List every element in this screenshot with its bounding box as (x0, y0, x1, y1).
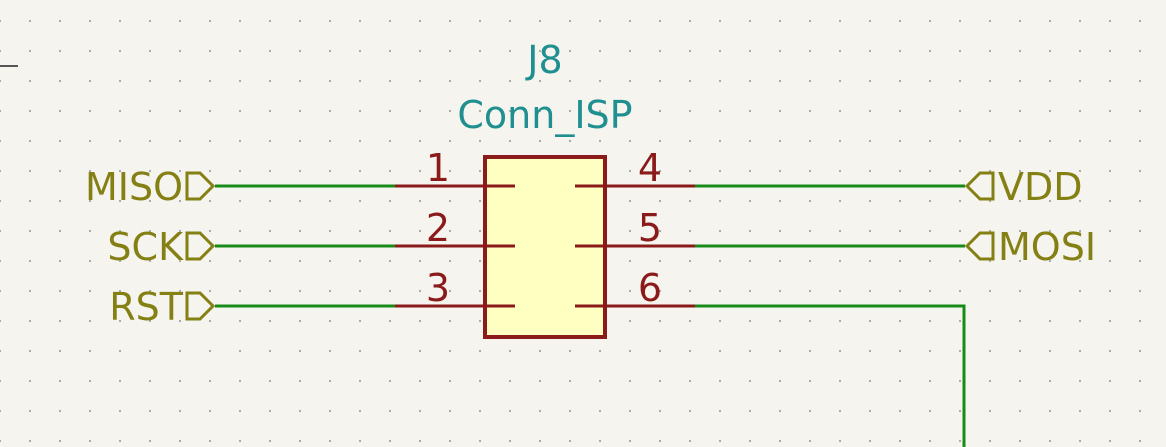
net-label-vdd[interactable]: VDD (998, 165, 1083, 209)
net-label-vdd-flag[interactable] (964, 171, 995, 201)
pin-4-number: 4 (638, 146, 662, 190)
net-label-rst-flag[interactable] (185, 291, 216, 321)
net-label-mosi-flag[interactable] (964, 231, 995, 261)
pin-5-number: 5 (638, 206, 662, 250)
component-value: Conn_ISP (457, 93, 632, 137)
pin-3-number: 3 (426, 266, 450, 310)
net-label-mosi[interactable]: MOSI (998, 225, 1096, 269)
pin-1-number: 1 (426, 146, 450, 190)
net-label-rst[interactable]: RST (109, 285, 184, 329)
pin-6-number: 6 (638, 266, 662, 310)
net-label-sck[interactable]: SCK (107, 225, 184, 269)
pin-2-number: 2 (426, 206, 450, 250)
wire-pin6[interactable] (695, 304, 966, 447)
net-label-miso-flag[interactable] (185, 171, 216, 201)
net-label-miso[interactable]: MISO (85, 165, 183, 209)
component-reference: J8 (525, 38, 562, 82)
net-label-sck-flag[interactable] (185, 231, 216, 261)
